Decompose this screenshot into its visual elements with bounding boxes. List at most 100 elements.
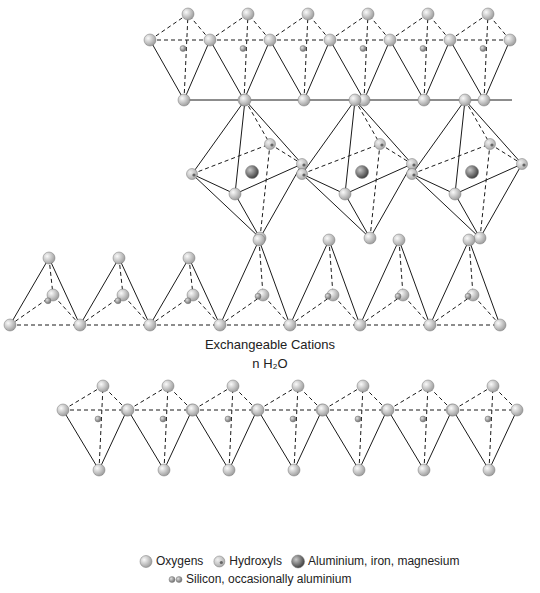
- polyhedron-edge: [258, 410, 322, 411]
- polyhedron-edge: [193, 410, 229, 470]
- atom-sphere: [302, 8, 314, 20]
- atom-sphere: [324, 34, 336, 46]
- polyhedron-edge: [229, 386, 233, 470]
- polyhedron-edge: [455, 164, 522, 194]
- atom-sphere: [300, 46, 306, 52]
- atom-sphere: [485, 416, 491, 422]
- atom-sphere: [407, 169, 418, 180]
- atom-sphere: [4, 319, 16, 331]
- polyhedron-edge: [128, 410, 192, 411]
- polyhedron-edge: [453, 410, 517, 411]
- atom-sphere: [356, 166, 369, 179]
- atom-sphere: [444, 34, 456, 46]
- atom-sphere: [446, 404, 458, 416]
- atom-sphere: [140, 556, 152, 568]
- atom-sphere: [176, 577, 182, 583]
- polyhedron-edge: [10, 295, 53, 325]
- atom-sphere: [517, 159, 528, 170]
- polyhedron-edge: [192, 174, 260, 238]
- atom-sphere: [214, 319, 226, 331]
- atom-sphere: [292, 380, 304, 392]
- polyhedron-edge: [399, 240, 430, 325]
- polyhedron-edge: [399, 240, 403, 295]
- atom-sphere: [354, 319, 366, 331]
- atom-sphere: [113, 252, 125, 264]
- polyhedron-edge: [465, 100, 522, 164]
- polyhedron-edge: [359, 410, 387, 470]
- polyhedron-edge: [150, 14, 188, 40]
- polyhedron-edge: [412, 100, 465, 174]
- atom-sphere: [381, 404, 393, 416]
- atom-sphere: [364, 232, 376, 244]
- polyhedron-edge: [489, 410, 517, 470]
- polyhedron-edge: [270, 40, 330, 41]
- polyhedron-edge: [388, 386, 428, 410]
- atom-sphere: [449, 188, 461, 200]
- atom-sphere: [204, 34, 216, 46]
- polyhedron-edge: [210, 40, 244, 100]
- polyhedron-edge: [424, 410, 452, 470]
- atom-sphere: [474, 232, 486, 244]
- atom-sphere: [362, 8, 374, 20]
- atom-sphere: [418, 94, 430, 106]
- polyhedron-edge: [184, 14, 188, 100]
- polyhedron-edge: [229, 410, 257, 470]
- polyhedron-edge: [484, 40, 510, 100]
- polyhedron-edge: [259, 240, 290, 325]
- polyhedron-edge: [390, 40, 450, 41]
- polyhedron-edge: [355, 100, 380, 144]
- polyhedron-edge: [480, 144, 490, 238]
- atom-sphere: [185, 298, 191, 304]
- atom-sphere: [420, 46, 426, 52]
- polyhedron-edge: [329, 240, 333, 295]
- polyhedron-edge: [99, 410, 127, 470]
- hydroxyl-dot: [490, 143, 493, 146]
- polyhedron-edge: [424, 14, 428, 100]
- atom-sphere: [323, 234, 335, 246]
- polyhedron-edge: [128, 386, 168, 410]
- atom-sphere: [420, 416, 426, 422]
- polyhedron-edge: [294, 386, 298, 470]
- polyhedron-edge: [330, 40, 390, 41]
- atom-sphere: [339, 188, 351, 200]
- atom-sphere: [494, 319, 506, 331]
- atom-sphere: [422, 8, 434, 20]
- polyhedron-edge: [150, 325, 220, 326]
- polyhedron-edge: [164, 410, 192, 470]
- polyhedron-edge: [323, 410, 387, 411]
- atom-sphere: [353, 464, 365, 476]
- atom-sphere: [252, 404, 264, 416]
- atom-sphere: [485, 139, 496, 150]
- atom-sphere: [240, 46, 246, 52]
- atom-sphere: [355, 416, 361, 422]
- atom-sphere: [265, 139, 276, 150]
- polyhedron-edge: [330, 14, 368, 40]
- polyhedron-edge: [302, 174, 370, 238]
- atom-sphere: [482, 8, 494, 20]
- atom-sphere: [463, 234, 475, 246]
- polyhedron-edge: [258, 386, 298, 410]
- atom-sphere: [223, 464, 235, 476]
- atom-sphere: [357, 380, 369, 392]
- polyhedron-edge: [302, 174, 345, 194]
- atom-sphere: [466, 166, 479, 179]
- polyhedron-edge: [164, 386, 168, 470]
- atom-sphere: [162, 380, 174, 392]
- polyhedron-edge: [210, 14, 248, 40]
- polyhedron-edge: [345, 100, 355, 194]
- polyhedron-edge: [259, 240, 263, 295]
- annotation-label: n H₂O: [252, 356, 287, 372]
- atom-sphere: [465, 293, 471, 299]
- polyhedron-edge: [364, 40, 390, 100]
- atom-sphere: [183, 252, 195, 264]
- polyhedron-edge: [220, 240, 259, 325]
- hydroxyl-dot: [412, 173, 415, 176]
- atom-sphere: [297, 159, 308, 170]
- atom-sphere: [407, 159, 418, 170]
- atom-sphere: [349, 94, 361, 106]
- hydroxyl-dot: [192, 173, 195, 176]
- atom-sphere: [480, 46, 486, 52]
- atom-sphere: [422, 380, 434, 392]
- hydroxyl-dot: [302, 173, 305, 176]
